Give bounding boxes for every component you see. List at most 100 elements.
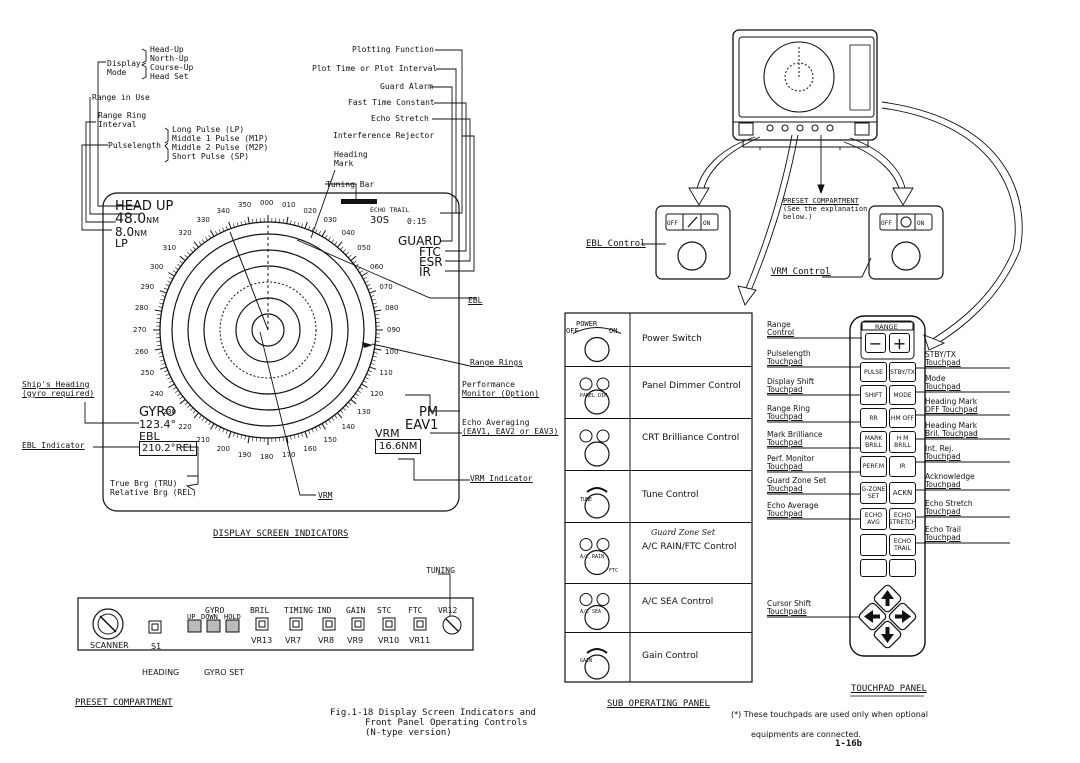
- ebl-line: [229, 231, 269, 331]
- sub-panel-divider: [565, 470, 752, 471]
- display-screen-caption: DISPLAY SCREEN INDICATORS: [213, 529, 349, 539]
- perf-monitor-touchpad[interactable]: PERF.M: [860, 456, 887, 477]
- vrm-control-box: [868, 205, 944, 280]
- heading-label: HEADING: [142, 668, 180, 677]
- panel-dimmer-icon[interactable]: [584, 389, 610, 415]
- ships-heading-label: Ship's Heading(gyro required): [22, 380, 95, 398]
- preset-vr-label: VR7: [285, 636, 302, 645]
- echo-avg-touchpad[interactable]: ECHO AVG: [860, 508, 887, 530]
- blank-touchpad-1[interactable]: [860, 534, 887, 556]
- ackn-touchpad[interactable]: ACKN: [889, 482, 916, 504]
- preset-compartment-panel: [77, 597, 474, 651]
- touchpad-panel-frame: [849, 315, 926, 657]
- range-minus-button[interactable]: −: [865, 333, 886, 353]
- sub-panel-divider: [565, 418, 752, 419]
- gyro-up-label: UP: [187, 613, 196, 621]
- range-ring-touchpad[interactable]: RR: [860, 408, 887, 428]
- bearing-label: 090: [387, 326, 401, 334]
- bearing-label: 160: [303, 445, 317, 454]
- sub-panel-icon-tag: GAIN: [580, 658, 593, 664]
- echo-stretch-touchpad[interactable]: ECHO STRETCH: [889, 508, 916, 530]
- bearing-label: 070: [379, 282, 393, 291]
- crt-brilliance-icon[interactable]: [584, 441, 610, 467]
- plot-time-label: Plot Time or Plot Interval: [312, 64, 438, 73]
- tuning-label: TUNING: [426, 566, 455, 575]
- sub-panel-row-label: CRT Brilliance Control: [642, 433, 740, 443]
- int-rej-touchpad[interactable]: IR: [889, 456, 916, 477]
- bearing-label: 050: [357, 244, 371, 253]
- ftc-tag: FTC: [609, 568, 619, 574]
- blank-touchpad-3[interactable]: [889, 559, 916, 577]
- preset-top-label: TIMING: [284, 606, 313, 615]
- brg-type-label: True Brg (TRU)Relative Brg (REL): [110, 479, 197, 497]
- plotting-function-label: Plotting Function: [352, 45, 434, 54]
- page-number: 1-16b: [835, 739, 863, 749]
- bearing-label: 200: [216, 445, 230, 454]
- ebl-on-label: ON: [703, 220, 711, 227]
- vrm-indicator-label: VRM Indicator: [470, 474, 533, 483]
- range-plus-button[interactable]: +: [889, 333, 910, 353]
- echo-stretch-label: Echo Stretch: [371, 114, 429, 123]
- rain-ftc-icon[interactable]: [584, 549, 610, 576]
- range-rings-label: Range Rings: [470, 358, 523, 367]
- bearing-label: 320: [178, 228, 192, 237]
- hm-brill-touchpad[interactable]: H M BRILL: [889, 431, 916, 453]
- g-zone-set-touchpad[interactable]: G-ZONE SET: [860, 482, 887, 504]
- bearing-label: 310: [162, 244, 177, 253]
- sub-panel-icon-tag: A/C RAIN: [580, 553, 605, 560]
- screen-vrm: VRM: [375, 427, 400, 440]
- tuning-bar: [341, 199, 377, 204]
- pulse-touchpad[interactable]: PULSE: [860, 362, 887, 382]
- fast-time-constant-label: Fast Time Constant: [348, 98, 435, 107]
- screen-gyro: GYRO: [139, 405, 176, 420]
- bearing-label: 270: [133, 326, 147, 334]
- preset-vr-label: VR8: [318, 636, 335, 645]
- shift-touchpad[interactable]: SHIFT: [860, 385, 887, 405]
- vr-trimmers: [255, 617, 427, 631]
- bearing-label: 170: [282, 451, 296, 460]
- gain-knob-icon[interactable]: [584, 654, 610, 680]
- footnote: (*) These touchpads are used only when o…: [731, 710, 928, 739]
- gyro-set-label: GYRO SET: [204, 668, 245, 677]
- bearing-label: 290: [140, 282, 155, 291]
- screen-echo-trail: ECHO TRAIL: [370, 206, 410, 214]
- heading-s1-button: [148, 620, 162, 634]
- echo-trail-touchpad[interactable]: ECHO TRAIL: [889, 534, 916, 556]
- sub-panel-divider: [565, 366, 752, 367]
- tune-knob-icon[interactable]: [584, 493, 610, 519]
- screen-trail-time: 0:15: [407, 217, 427, 226]
- power-off-tag: OFF: [566, 327, 579, 335]
- power-tag: POWER: [576, 320, 598, 328]
- blank-touchpad-2[interactable]: [860, 559, 887, 577]
- bearing-label: 190: [237, 451, 252, 460]
- mode-touchpad[interactable]: MODE: [889, 385, 916, 405]
- hm-off-touchpad[interactable]: HM OFF: [889, 408, 916, 428]
- bearing-label: 080: [385, 303, 399, 312]
- echo-averaging-label: Echo Averaging(EAV1, EAV2 or EAV3): [462, 418, 559, 436]
- sub-panel-row-label: A/C RAIN/FTC Control: [642, 541, 737, 552]
- sea-icon[interactable]: [584, 604, 610, 631]
- preset-top-label: GAIN: [346, 606, 366, 615]
- screen-esr: ESR: [419, 255, 443, 269]
- stby-tx-touchpad[interactable]: STBY/TX: [889, 362, 916, 382]
- range-title: RANGE: [875, 323, 898, 331]
- sub-panel-icon-tag: TUNE: [580, 497, 593, 503]
- power-switch-icon[interactable]: [584, 336, 610, 363]
- gyro-set-buttons: [187, 619, 240, 633]
- mark-brill-touchpad[interactable]: MARK BRILL: [860, 431, 887, 453]
- sub-panel-caption: SUB OPERATING PANEL: [607, 699, 710, 709]
- screen-ebl-value: 210.2°REL: [139, 441, 198, 456]
- bearing-label: 040: [341, 228, 355, 237]
